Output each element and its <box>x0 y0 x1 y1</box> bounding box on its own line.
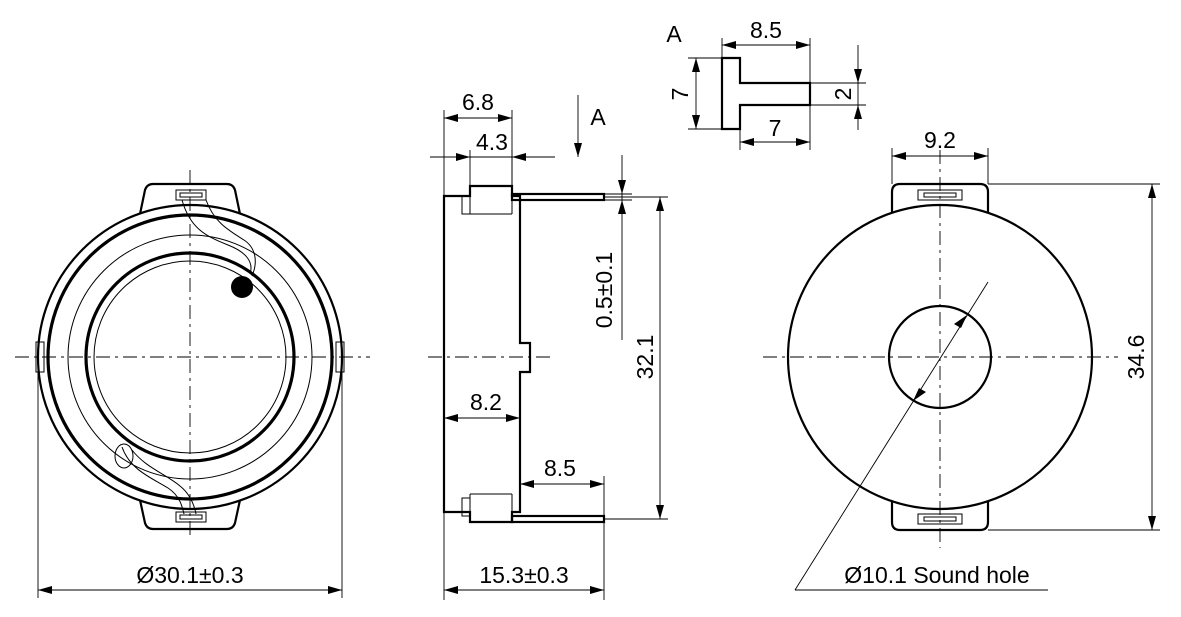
arrowhead <box>740 138 754 146</box>
arrowhead <box>796 41 810 49</box>
detail-view-label: A <box>666 21 682 47</box>
side-view: 6.8 4.3 A 0.5±0.1 32.1 8.2 <box>428 89 668 600</box>
bottom-pin-stub <box>461 497 471 517</box>
lead-wire-top <box>181 199 252 275</box>
arrowhead <box>520 480 534 488</box>
pin-detail-a: A 8.5 7 2 7 <box>666 17 866 150</box>
detail-width-label: 8.5 <box>750 17 782 43</box>
section-arrowhead <box>574 143 582 157</box>
arrowhead <box>38 586 52 594</box>
arrowhead <box>444 586 458 594</box>
top-pin-stub <box>461 195 471 215</box>
pin-thickness-label: 0.5±0.1 <box>591 252 617 329</box>
arrowhead <box>590 480 604 488</box>
diameter-label: Ø30.1±0.3 <box>136 562 243 588</box>
top-lug-slot <box>175 189 207 201</box>
arrowhead <box>512 153 526 161</box>
tab-width-label: 9.2 <box>924 127 956 153</box>
lead-wire-top-2 <box>205 199 256 277</box>
front-view: Ø30.1±0.3 <box>15 170 370 598</box>
solder-point <box>231 276 253 298</box>
detail-height-label: 7 <box>667 88 693 101</box>
bottom-pin <box>510 514 606 524</box>
sound-hole-label: Ø10.1 Sound hole <box>844 562 1029 588</box>
lead-wire-bottom-2 <box>131 449 197 515</box>
top-lug-slot-inner <box>179 192 203 198</box>
pin-profile <box>720 56 812 131</box>
rear-view: 9.2 34.6 Ø10.1 Sound hole <box>763 127 1160 591</box>
overall-width-label: 6.8 <box>462 89 494 115</box>
arrowhead <box>722 41 736 49</box>
arrowhead <box>328 586 342 594</box>
section-arrow-label: A <box>590 104 606 130</box>
sound-hole-leader <box>794 281 989 591</box>
arrowhead <box>796 138 810 146</box>
overall-depth-label: 15.3±0.3 <box>479 562 568 588</box>
bottom-lug-slot-inner <box>179 514 203 520</box>
arrowhead <box>854 69 862 83</box>
arrowhead <box>444 414 458 422</box>
top-pin <box>510 192 606 202</box>
arrowhead <box>854 105 862 119</box>
stem-length-label: 7 <box>769 115 782 141</box>
arrowhead <box>692 58 700 72</box>
pin-pitch-label: 32.1 <box>632 335 658 380</box>
solder-pad <box>114 443 134 469</box>
mid-width-label: 8.2 <box>470 389 502 415</box>
arrowhead <box>692 115 700 129</box>
pin-length-label: 8.5 <box>544 455 576 481</box>
arrowhead <box>892 152 906 160</box>
arrowhead <box>913 388 926 401</box>
side-body <box>442 184 532 524</box>
arrowhead <box>456 153 470 161</box>
arrowhead <box>974 152 988 160</box>
tab-height-label: 2 <box>830 88 856 101</box>
arrowhead <box>506 414 520 422</box>
arrowhead <box>1148 516 1156 530</box>
arrowhead <box>656 505 664 519</box>
bottom-lug-slot <box>175 511 207 523</box>
arrowhead <box>618 200 626 214</box>
body-width-label: 4.3 <box>476 129 508 155</box>
arrowhead <box>498 114 512 122</box>
arrowhead <box>618 180 626 194</box>
arrowhead <box>590 586 604 594</box>
arrowhead <box>444 114 458 122</box>
arrowhead <box>656 197 664 211</box>
arrowhead <box>1148 184 1156 198</box>
overall-height-label: 34.6 <box>1123 335 1149 380</box>
arrowhead <box>954 315 967 328</box>
